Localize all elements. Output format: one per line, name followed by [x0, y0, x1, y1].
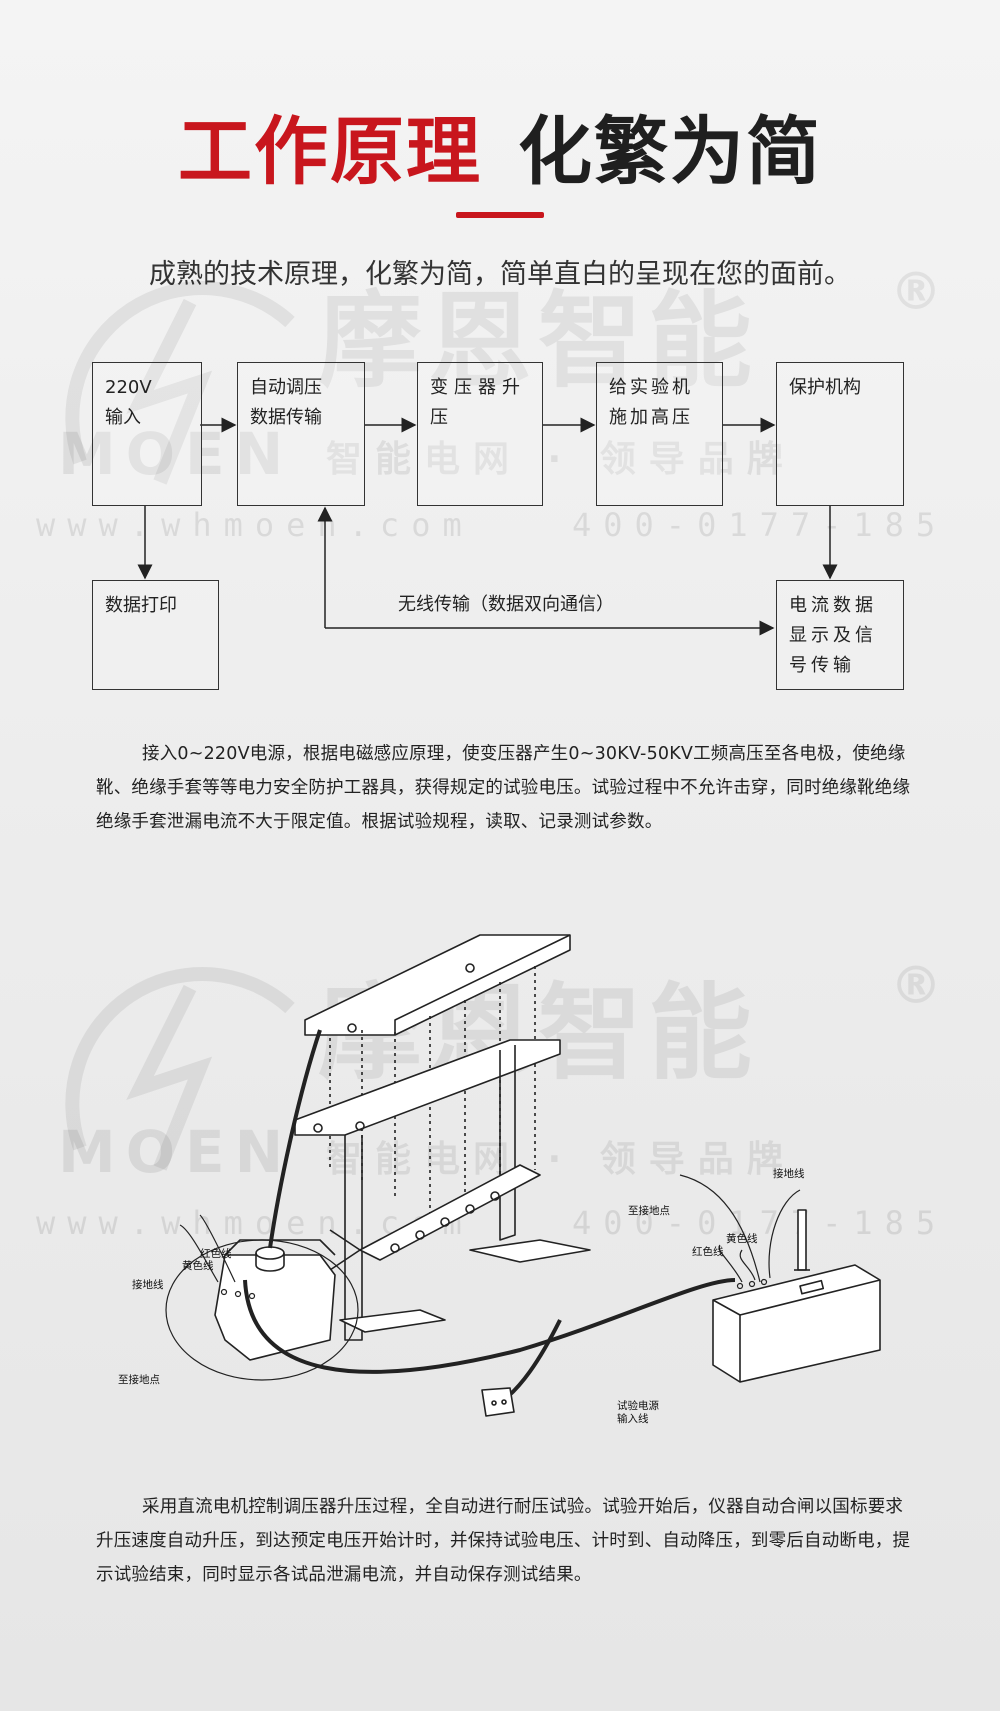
label-to-ground-left: 至接地点 [118, 1374, 160, 1386]
flow-box-current-display: 电流数据 显示及信 号传输 [776, 580, 904, 690]
control-box [712, 1264, 881, 1383]
watermark-logo-icon [65, 281, 295, 485]
flow-box-auto-regulate: 自动调压 数据传输 [237, 362, 365, 506]
flowchart-connectors [137, 417, 838, 636]
title-dark: 化繁为简 [518, 109, 822, 195]
hv-cable [268, 1029, 322, 1249]
flow-box-apply-high-voltage: 给实验机 施加高压 [596, 362, 723, 506]
test-device-illustration [165, 934, 881, 1417]
indicator-light-icon [797, 1209, 807, 1271]
top-rail [304, 934, 571, 1036]
flow-box-transformer: 变压器升 压 [417, 362, 543, 506]
electrode-plate [359, 1164, 541, 1261]
label-yellow-wire-right: 黄色线 [726, 1233, 758, 1245]
description-paragraph-1: 接入0~220V电源，根据电磁感应原理，使变压器产生0~30KV-50KV工频高… [96, 744, 911, 832]
subtitle: 成熟的技术原理，化繁为简，简单直白的呈现在您的面前。 [149, 259, 851, 290]
description-paragraph-2: 采用直流电机控制调压器升压过程，全自动进行耐压试验。试验开始后，仪器自动合闸以国… [96, 1497, 911, 1585]
flow-box-data-print: 数据打印 [92, 580, 219, 690]
label-ground-wire-right: 接地线 [773, 1168, 805, 1180]
power-cable [243, 1278, 736, 1374]
upright-post [344, 1135, 363, 1341]
middle-rail [294, 1039, 561, 1136]
label-to-ground-right: 至接地点 [628, 1205, 670, 1217]
title-red: 工作原理 [178, 109, 482, 195]
plug-icon [481, 1387, 515, 1417]
wireless-label: 无线传输（数据双向通信） [398, 594, 614, 615]
feet [339, 1309, 446, 1333]
page-title: 工作原理化繁为简 [0, 92, 1000, 199]
label-ground-wire-left: 接地线 [132, 1279, 164, 1291]
flow-box-input: 220V 输入 [92, 362, 202, 506]
label-yellow-wire-left: 黄色线 [182, 1260, 214, 1272]
title-underline [456, 212, 544, 218]
label-red-wire-right: 红色线 [692, 1246, 724, 1258]
label-power-input: 试验电源 输入线 [617, 1400, 659, 1425]
watermark-logo-icon-2 [65, 967, 295, 1171]
flow-box-protection: 保护机构 [776, 362, 904, 506]
label-red-wire-left: 红色线 [200, 1248, 232, 1260]
